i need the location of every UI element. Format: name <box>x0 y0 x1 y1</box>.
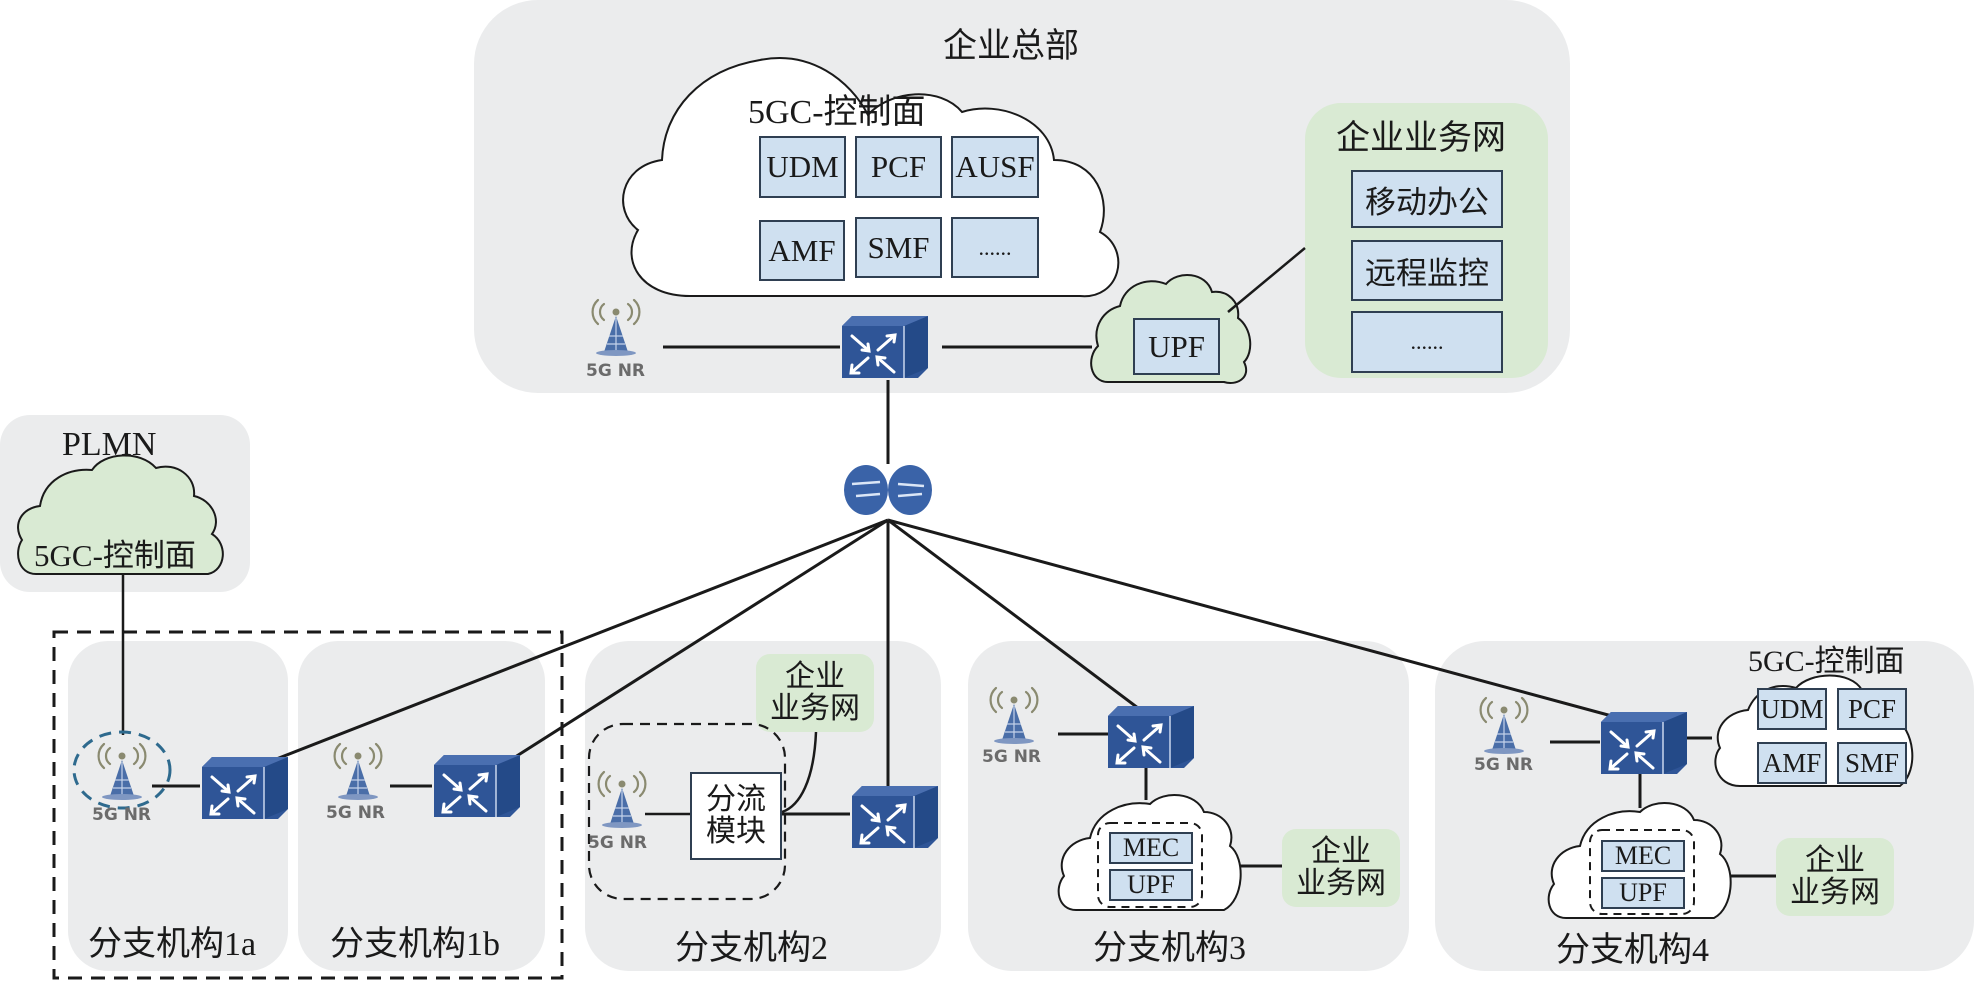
plmn-control-plane-label: 5GC-控制面 <box>34 538 196 573</box>
branch-1-group-dashed-border <box>52 630 564 980</box>
branch-1b-title: 分支机构1b <box>330 926 500 963</box>
branch-2-enterprise-network-box <box>756 654 874 732</box>
branch-1a-gnb-highlight <box>72 730 172 810</box>
branch-3-title: 分支机构3 <box>1093 930 1246 967</box>
branch-1a-gnb-icon <box>97 742 147 802</box>
branch-2-enterprise-network-label: 企业 业务网 <box>756 654 874 732</box>
branch-4-mec-box: MEC <box>1601 840 1685 872</box>
branch-4-router-icon <box>1599 710 1689 776</box>
hq-control-plane-title: 5GC-控制面 <box>748 94 926 131</box>
nf-ausf: AUSF <box>951 136 1039 198</box>
nf-udm: UDM <box>759 136 846 198</box>
nf-pcf: PCF <box>855 136 942 198</box>
plmn-control-plane-cloud <box>17 454 224 575</box>
hq-service-remote-monitoring: 远程监控 <box>1351 240 1503 301</box>
branch-3-enterprise-network-line2: 业务网 <box>1296 867 1386 900</box>
branch-1b-router-icon <box>432 753 522 819</box>
hq-gnb-icon <box>591 298 641 358</box>
branch-4-control-plane-title: 5GC-控制面 <box>1748 645 1905 678</box>
nf-smf: SMF <box>855 217 942 278</box>
branch-2-gnb-icon <box>597 770 647 830</box>
branch-2-title: 分支机构2 <box>675 930 828 967</box>
branch-1a-title: 分支机构1a <box>88 926 257 963</box>
branch-4-nf-pcf: PCF <box>1837 688 1907 730</box>
branch-3-upf-box: UPF <box>1109 869 1193 901</box>
nf-amf: AMF <box>759 220 845 281</box>
branch-4-gnb-label: 5G NR <box>1474 755 1533 775</box>
branch-4-enterprise-network-label: 企业 业务网 <box>1776 838 1894 916</box>
hq-upf-box: UPF <box>1133 318 1220 375</box>
branch-4-enterprise-network-box <box>1776 838 1894 916</box>
branch-3-mec-box: MEC <box>1109 832 1193 864</box>
branch-3-router-icon <box>1106 704 1196 770</box>
branch-2-offload-module: 分流 模块 <box>690 772 782 860</box>
core-router-icon <box>844 465 932 515</box>
branch-2-enterprise-network-line2: 业务网 <box>770 692 860 725</box>
branch-3-enterprise-network-label: 企业 业务网 <box>1282 829 1400 907</box>
nf-more: ...... <box>951 217 1039 278</box>
branch-1a-router-icon <box>200 755 290 821</box>
hq-service-more: ...... <box>1351 311 1503 373</box>
branch-1b-gnb-label: 5G NR <box>326 803 385 823</box>
offload-module-line2: 模块 <box>706 815 766 848</box>
branch-3-gnb-icon <box>989 686 1039 746</box>
branch-3-gnb-label: 5G NR <box>982 747 1041 767</box>
branch-4-gnb-icon <box>1479 696 1529 756</box>
branch-2-gnb-label: 5G NR <box>588 833 647 853</box>
branch-1b-gnb-icon <box>333 742 383 802</box>
branch-4-enterprise-network-line2: 业务网 <box>1790 876 1880 909</box>
branch-4-nf-smf: SMF <box>1837 742 1907 784</box>
branch-3-enterprise-network-line1: 企业 <box>1311 834 1371 868</box>
hq-gnb-label: 5G NR <box>586 361 645 381</box>
hq-enterprise-network-title: 企业业务网 <box>1336 120 1506 157</box>
plmn-title: PLMN <box>62 426 157 463</box>
branch-1a-gnb-label: 5G NR <box>92 805 151 825</box>
hq-service-mobile-office: 移动办公 <box>1351 170 1503 228</box>
branch-2-router-icon <box>850 784 940 850</box>
hq-title: 企业总部 <box>943 28 1079 65</box>
branch-4-enterprise-network-line1: 企业 <box>1805 843 1865 877</box>
branch-3-enterprise-network-box <box>1282 829 1400 907</box>
branch-4-title: 分支机构4 <box>1556 932 1709 969</box>
hq-router-icon <box>840 314 930 380</box>
branch-4-nf-udm: UDM <box>1757 688 1827 730</box>
branch-2-enterprise-network-line1: 企业 <box>785 659 845 693</box>
wan-links <box>237 518 1635 789</box>
branch-4-upf-box: UPF <box>1601 877 1685 909</box>
offload-module-line1: 分流 <box>706 782 766 816</box>
branch-4-nf-amf: AMF <box>1757 742 1827 784</box>
